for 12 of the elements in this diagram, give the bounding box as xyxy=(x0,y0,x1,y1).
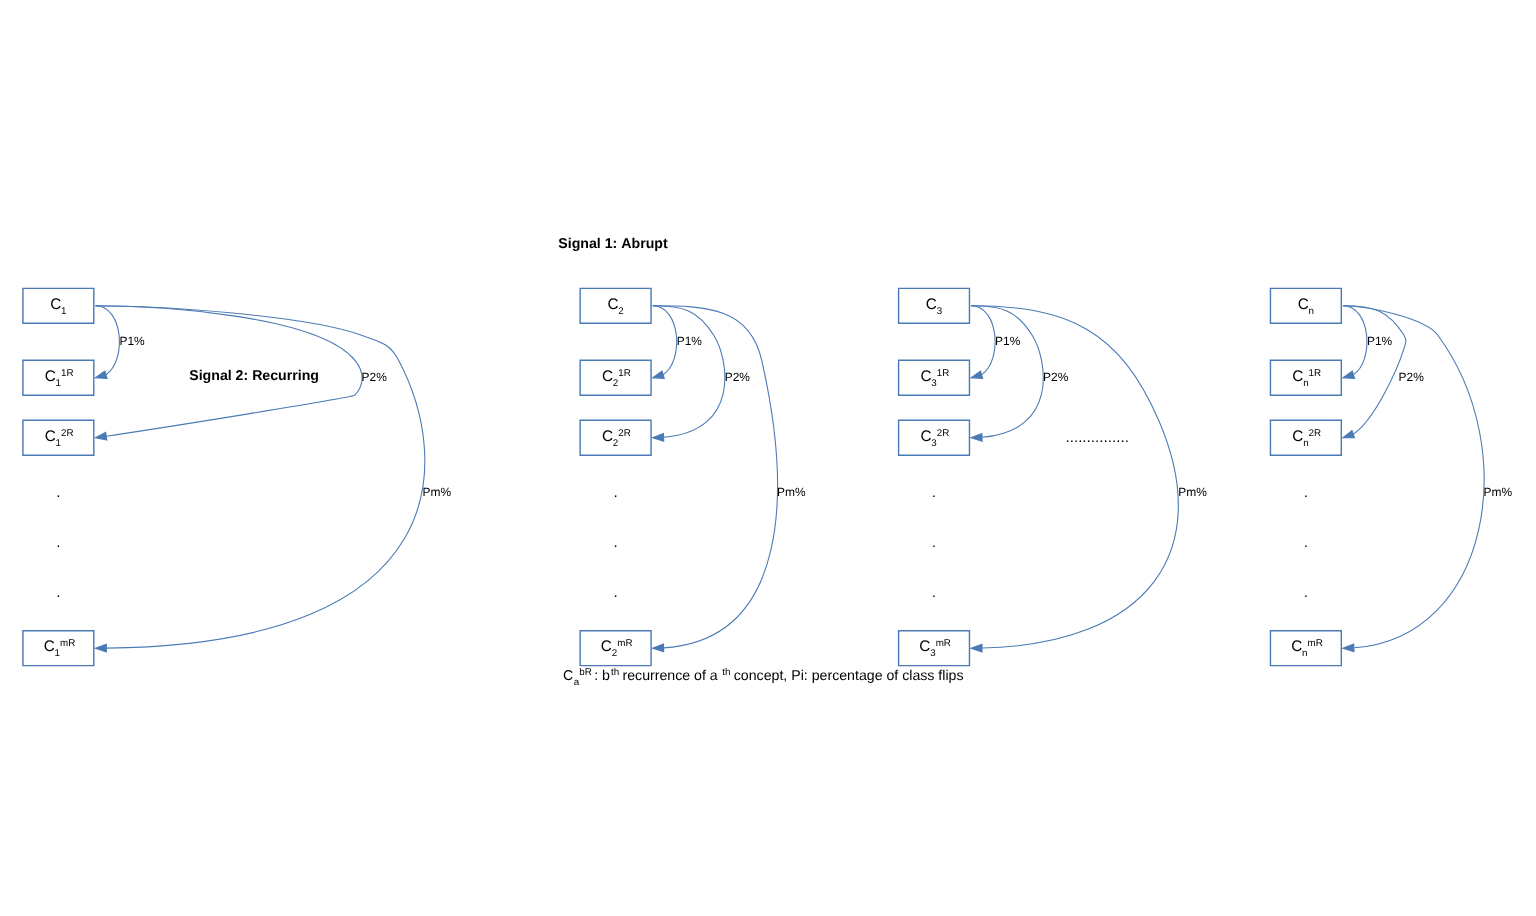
arrow xyxy=(1341,304,1368,378)
arrow xyxy=(1341,304,1485,652)
arrow xyxy=(1341,304,1407,438)
arrow xyxy=(969,304,1179,652)
arrow xyxy=(93,304,120,378)
arrow xyxy=(93,304,363,440)
arrow xyxy=(969,304,996,378)
arrow xyxy=(969,304,1044,441)
arrow xyxy=(651,304,726,441)
arrow xyxy=(93,304,425,652)
arrow xyxy=(651,304,778,652)
arrow xyxy=(651,304,678,378)
